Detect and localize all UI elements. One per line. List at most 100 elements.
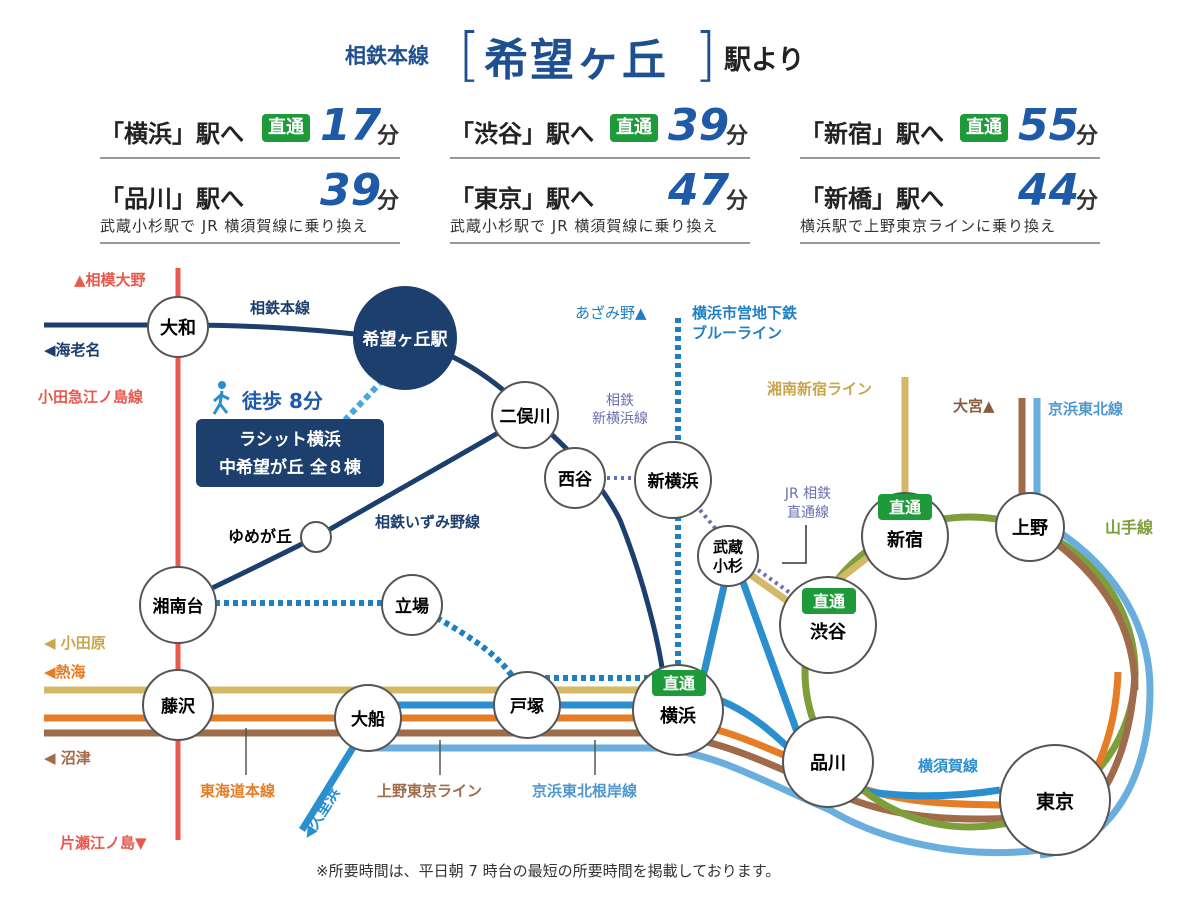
row-divider <box>800 157 1100 159</box>
station-label: 西谷 <box>558 470 593 490</box>
label-sotetsu-main: 相鉄本線 <box>250 299 310 317</box>
travel-time-shinagawa: 「品川」駅へ 39 分 武蔵小杉駅で JR 横須賀線に乗り換え <box>100 165 400 244</box>
travel-destination: 「新宿」駅へ <box>800 120 944 148</box>
transfer-note: 武蔵小杉駅で JR 横須賀線に乗り換え <box>100 217 369 235</box>
station-label: 二俣川 <box>500 406 551 427</box>
label-yamanote: 山手線 <box>1105 518 1153 537</box>
station-musashikosugi: 武蔵 小杉 <box>697 525 759 587</box>
station-label: 東京 <box>1036 790 1074 813</box>
station-label: 品川 <box>810 753 846 774</box>
direct-badge: 直通 <box>813 592 845 611</box>
travel-destination: 「渋谷」駅へ <box>450 120 594 148</box>
jr-sotetsu-pointer <box>782 525 807 564</box>
travel-unit: 分 <box>377 189 400 214</box>
property-name-line1: ラシット横浜 <box>239 429 341 450</box>
header: 相鉄本線 [ 希望ヶ丘 ] 駅より <box>0 0 1200 90</box>
row-divider <box>450 157 750 159</box>
label-odakyu: 小田急江ノ島線 <box>38 388 143 406</box>
direct-badge: 直通 <box>262 114 310 142</box>
label-keihin-tohoku: 京浜東北線 <box>1048 400 1123 418</box>
travel-unit: 分 <box>1076 124 1099 149</box>
direct-badge: 直通 <box>663 674 695 693</box>
travel-unit: 分 <box>1076 189 1099 214</box>
travel-destination: 「新橋」駅へ <box>800 185 944 213</box>
row-divider <box>800 242 1100 244</box>
travel-minutes: 39 <box>320 165 382 216</box>
label-blue-line-1: 横浜市営地下鉄 <box>692 304 797 322</box>
station-label: 上野 <box>1012 518 1048 539</box>
station-label: 新宿 <box>887 529 923 551</box>
station-shibuya: 直通 渋谷 <box>779 576 877 674</box>
label-blue-line-2: ブルーライン <box>692 324 782 342</box>
travel-unit: 分 <box>726 189 749 214</box>
station-fujisawa: 藤沢 <box>142 669 214 741</box>
station-futamatagawa: 二俣川 <box>491 381 559 449</box>
footnote: ※所要時間は、平日朝 7 時台の最短の所要時間を掲載しております。 <box>316 862 781 880</box>
station-totsuka: 戸塚 <box>493 671 561 739</box>
travel-destination: 「横浜」駅へ <box>100 120 244 148</box>
station-shinyokohama: 新横浜 <box>634 441 712 519</box>
walker-icon <box>212 381 230 415</box>
direct-badge: 直通 <box>960 114 1008 142</box>
label-jr-sotetsu-2: 直通線 <box>787 504 829 521</box>
dir-katase: 片瀬江ノ島▼ <box>60 834 147 852</box>
travel-time-shimbashi: 「新橋」駅へ 44 分 横浜駅で上野東京ラインに乗り換え <box>800 165 1100 244</box>
label-sotetsu-shin-yokohama-2: 新横浜線 <box>592 411 648 427</box>
station-tateba: 立場 <box>381 574 443 636</box>
label-jr-sotetsu-1: JR 相鉄 <box>784 486 831 502</box>
label-tokaido: 東海道本線 <box>200 782 275 800</box>
dir-atami: ◀熱海 <box>44 663 86 681</box>
travel-destination: 「品川」駅へ <box>100 185 244 213</box>
dir-odawara: ◀ 小田原 <box>44 634 106 652</box>
walk-link <box>342 377 386 423</box>
travel-minutes: 17 <box>320 100 382 151</box>
dir-ebina: ◀海老名 <box>44 341 101 359</box>
label-ueno-tokyo: 上野東京ライン <box>377 782 482 800</box>
travel-destination: 「東京」駅へ <box>450 185 594 213</box>
station-shinagawa: 品川 <box>782 716 874 808</box>
header-bracket-left: [ <box>458 20 481 88</box>
label-izumino: 相鉄いずみ野線 <box>375 513 480 531</box>
travel-minutes: 39 <box>668 100 730 151</box>
station-label: 湘南台 <box>153 596 204 617</box>
travel-unit: 分 <box>377 124 400 149</box>
travel-time-shibuya: 「渋谷」駅へ 直通 39 分 <box>450 100 750 170</box>
travel-minutes: 44 <box>1018 165 1080 216</box>
travel-minutes: 47 <box>668 165 730 216</box>
station-ueno: 上野 <box>995 492 1065 562</box>
station-tokyo: 東京 <box>999 744 1111 856</box>
station-shinjuku: 直通 新宿 <box>861 492 949 580</box>
station-label: 横浜 <box>660 705 696 727</box>
station-label: ゆめが丘 <box>228 527 292 546</box>
header-line-name: 相鉄本線 <box>345 44 429 68</box>
station-yokohama: 直通 横浜 <box>632 664 724 756</box>
station-yumegaoka: ゆめが丘 <box>228 521 332 553</box>
station-label: 大船 <box>351 709 385 730</box>
travel-time-tokyo: 「東京」駅へ 47 分 武蔵小杉駅で JR 横須賀線に乗り換え <box>450 165 750 244</box>
walk-info: 徒歩 8分 <box>212 381 323 415</box>
property-name-line2: 中希望が丘 全８棟 <box>219 457 362 478</box>
label-yokosuka: 横須賀線 <box>918 757 978 775</box>
header-station-name: 希望ヶ丘 <box>484 35 668 86</box>
station-label: 藤沢 <box>161 696 196 717</box>
label-shonan-shinjuku: 湘南新宿ライン <box>767 380 872 398</box>
dir-azamino: あざみ野▲ <box>575 304 647 322</box>
station-label: 渋谷 <box>810 621 847 643</box>
yokosuka-line-kosugi <box>731 558 804 742</box>
label-sotetsu-shin-yokohama-1: 相鉄 <box>606 393 634 409</box>
walk-time: 徒歩 8分 <box>241 389 323 413</box>
dir-numazu: ◀ 沼津 <box>44 749 91 767</box>
station-label: 新横浜 <box>648 471 699 492</box>
station-label: 大和 <box>160 317 196 339</box>
station-nishiya: 西谷 <box>544 447 606 509</box>
station-label-line2: 小杉 <box>713 557 743 575</box>
travel-time-yokohama: 「横浜」駅へ 直通 17 分 <box>100 100 400 170</box>
dir-sagami-ono: ▲相模大野 <box>74 271 146 289</box>
header-bracket-right: ] <box>694 20 717 88</box>
travel-minutes: 55 <box>1018 100 1080 151</box>
station-ofuna: 大船 <box>334 684 402 752</box>
property-box: ラシット横浜 中希望が丘 全８棟 <box>196 419 384 487</box>
label-keihin-tohoku-negishi: 京浜東北根岸線 <box>532 782 637 800</box>
transfer-note: 武蔵小杉駅で JR 横須賀線に乗り換え <box>450 217 719 235</box>
